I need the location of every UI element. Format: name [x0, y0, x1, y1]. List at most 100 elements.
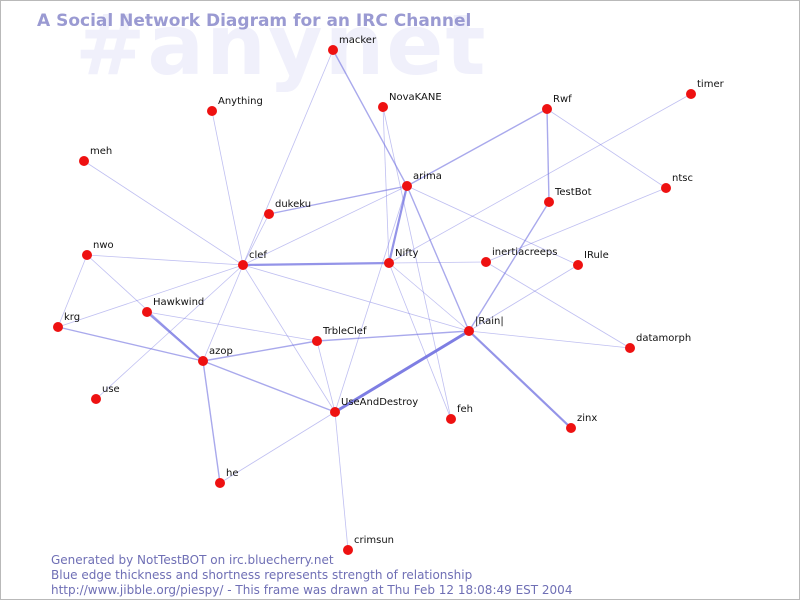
edge-meh-clef: [83, 160, 244, 266]
diagram-title: A Social Network Diagram for an IRC Chan…: [37, 11, 472, 31]
node-zinx: zinx: [566, 413, 597, 433]
node-dot: [215, 478, 225, 488]
node-inertiacreeps: inertiacreeps: [481, 247, 557, 267]
edge-clef-rain: [242, 264, 470, 332]
edge-arima-rain: [406, 185, 470, 332]
edge-inertiacreeps-datamorph: [485, 261, 631, 349]
node-dot: [378, 102, 388, 112]
node-label: meh: [90, 146, 112, 157]
edge-novakane-feh: [382, 106, 452, 420]
node-use: use: [91, 384, 120, 404]
node-feh: feh: [446, 404, 473, 424]
edge-clef-azop: [202, 264, 244, 362]
edge-clef-nifty: [242, 261, 390, 267]
edge-rwf-testbot: [546, 108, 550, 203]
footer-generated-by: Generated by NotTestBOT on irc.bluecherr…: [51, 553, 334, 567]
edge-azop-useanddestroy: [202, 360, 336, 413]
edge-nifty-inertiacreeps: [388, 261, 487, 264]
node-label: TrbleClef: [322, 326, 367, 337]
node-dot: [312, 336, 322, 346]
edge-rain-useanddestroy: [334, 329, 470, 414]
footer-timestamp: http://www.jibble.org/piespy/ - This fra…: [51, 583, 573, 597]
node-label: crimsun: [354, 535, 394, 546]
node-label: NovaKANE: [389, 92, 442, 103]
node-label: datamorph: [636, 333, 691, 344]
node-dot: [91, 394, 101, 404]
edge-azop-he: [202, 360, 221, 484]
node-label: feh: [457, 404, 473, 415]
node-meh: meh: [79, 146, 112, 166]
node-label: zinx: [577, 413, 597, 424]
node-arima: arima: [402, 171, 442, 191]
edge-rain-datamorph: [468, 330, 631, 349]
node-dot: [82, 250, 92, 260]
node-dukeku: dukeku: [264, 199, 311, 219]
node-dot: [264, 209, 274, 219]
node-label: Nifty: [395, 248, 419, 259]
edge-useanddestroy-he: [219, 411, 336, 484]
node-dot: [328, 45, 338, 55]
node-label: arima: [413, 171, 442, 182]
node-label: Hawkwind: [153, 297, 204, 308]
node-dot: [402, 181, 412, 191]
node-ntsc: ntsc: [661, 173, 693, 193]
edge-hawkwind-trbleclef: [146, 311, 318, 342]
node-irule: IRule: [573, 250, 609, 270]
node-label: Anything: [218, 96, 263, 107]
node-label: azop: [209, 346, 233, 357]
node-label: clef: [249, 250, 267, 261]
edge-timer-nifty: [388, 93, 692, 264]
node-label: dukeku: [275, 199, 311, 210]
node-anything: Anything: [207, 96, 263, 116]
node-label: ntsc: [672, 173, 693, 184]
node-nifty: Nifty: [384, 248, 419, 268]
edge-arima-dukeku: [268, 185, 408, 215]
node-dot: [573, 260, 583, 270]
edge-useanddestroy-crimsun: [334, 411, 349, 551]
node-hawkwind: Hawkwind: [142, 297, 204, 317]
edge-nifty-rain: [388, 262, 470, 332]
edge-ntsc-inertiacreeps: [485, 187, 667, 263]
edge-arima-irule: [406, 185, 579, 266]
node-label: he: [226, 468, 239, 479]
edge-trbleclef-useanddestroy: [316, 340, 336, 413]
node-label: inertiacreeps: [492, 247, 557, 258]
edge-arima-nifty: [387, 185, 409, 264]
node-dot: [343, 545, 353, 555]
edge-rwf-arima: [406, 108, 548, 187]
edge-irule-rain: [468, 264, 579, 332]
node-dot: [207, 106, 217, 116]
edge-anything-clef: [211, 110, 244, 266]
node-dot: [384, 258, 394, 268]
node-dot: [625, 343, 635, 353]
node-dot: [464, 326, 474, 336]
node-label: use: [102, 384, 120, 395]
node-krg: krg: [53, 312, 80, 332]
edge-testbot-rain: [468, 201, 550, 332]
edge-nwo-clef: [86, 254, 244, 266]
edge-krg-azop: [57, 326, 204, 362]
node-label: Rwf: [553, 94, 572, 105]
node-azop: azop: [198, 346, 233, 366]
node-label: macker: [339, 35, 377, 46]
node-trbleclef: TrbleClef: [312, 326, 367, 346]
node-timer: timer: [686, 79, 725, 99]
edge-clef-useanddestroy: [242, 264, 336, 413]
node-dot: [542, 104, 552, 114]
edge-macker-clef: [242, 49, 334, 266]
node-label: UseAndDestroy: [341, 397, 418, 408]
node-he: he: [215, 468, 239, 488]
edge-clef-krg: [57, 264, 244, 328]
edge-hawkwind-azop: [146, 311, 204, 362]
node-rain: |Rain|: [464, 316, 504, 336]
node-datamorph: datamorph: [625, 333, 691, 353]
edge-nifty-feh: [388, 262, 452, 420]
node-label: krg: [64, 312, 80, 323]
edge-trbleclef-azop: [202, 340, 318, 362]
node-label: nwo: [93, 240, 114, 251]
node-dot: [198, 356, 208, 366]
node-label: |Rain|: [475, 316, 504, 327]
node-dot: [661, 183, 671, 193]
